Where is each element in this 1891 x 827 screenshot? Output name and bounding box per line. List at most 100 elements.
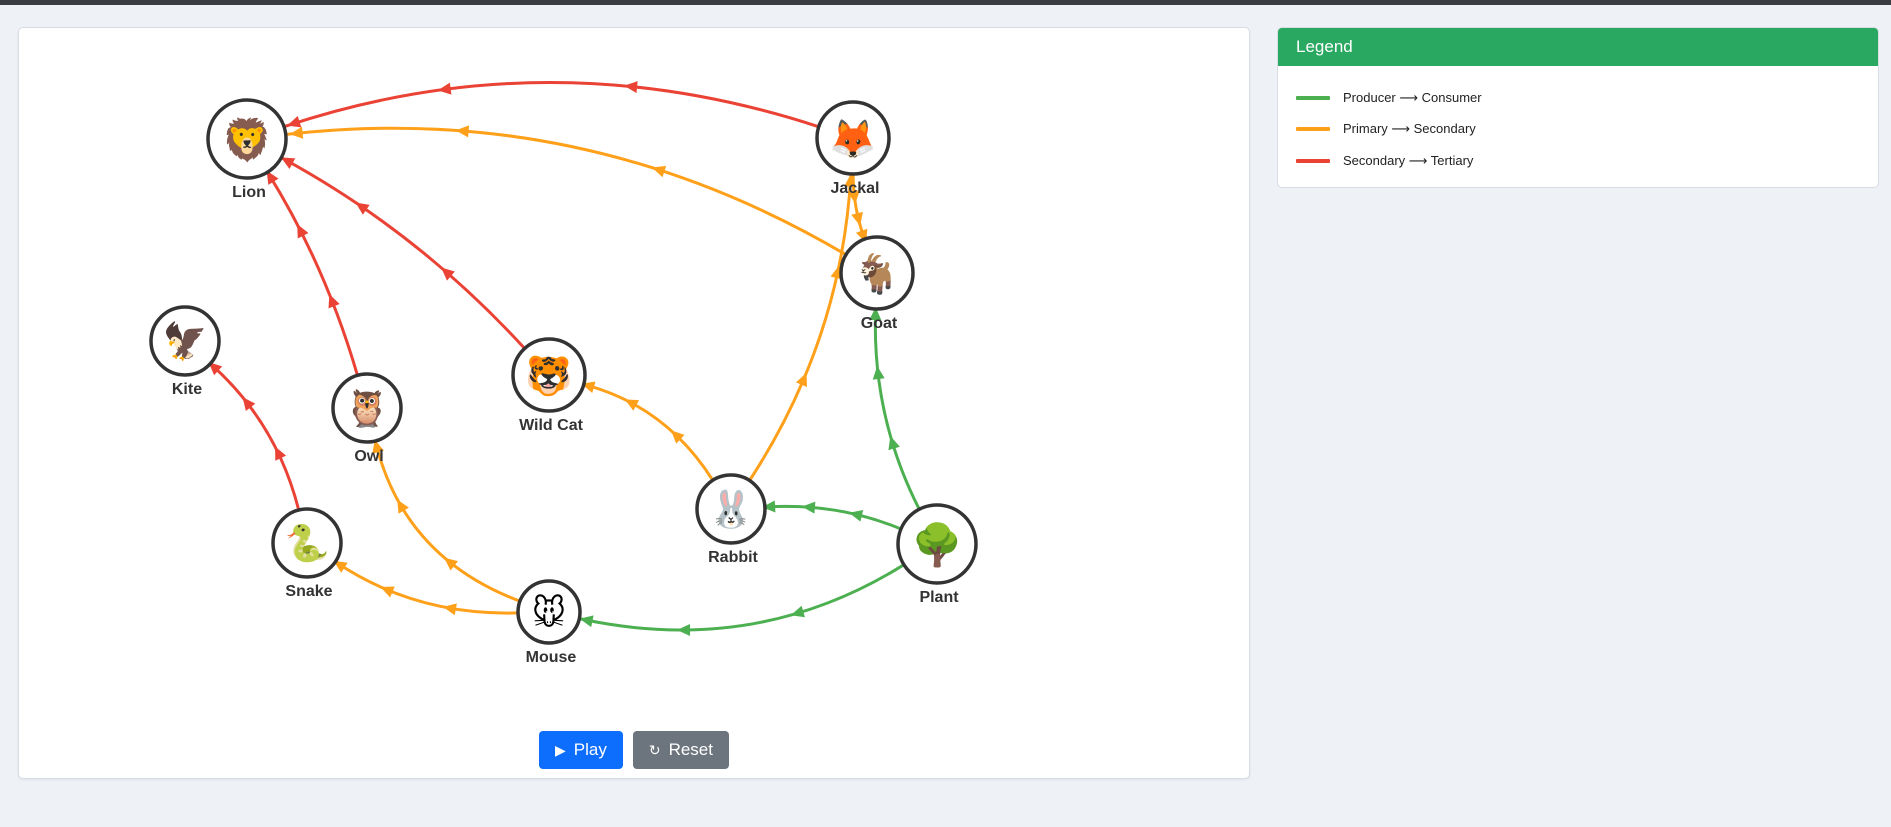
edge-arrow	[280, 157, 296, 169]
plant-icon: 🌳	[911, 520, 962, 569]
edge-arrow	[333, 560, 348, 573]
node-label: Lion	[232, 184, 266, 201]
legend-item-label: Secondary ⟶ Tertiary	[1343, 152, 1474, 168]
legend-swatch-secondary	[1296, 158, 1330, 163]
node-snake[interactable]: 🐍 Snake	[271, 507, 343, 600]
node-circle	[896, 503, 978, 585]
edge-arrow	[801, 501, 816, 514]
edge-arrow	[355, 202, 370, 215]
node-jackal[interactable]: 🦊Jackal	[815, 100, 891, 197]
legend-item-label: Producer ⟶ Consumer	[1343, 89, 1482, 105]
legend-item-label: Primary ⟶ Secondary	[1343, 121, 1476, 137]
owl-icon: 🦉	[345, 389, 390, 430]
edge-arrow	[328, 294, 340, 309]
legend-panel: Legend Producer ⟶ Consumer Primary ⟶ Sec…	[1277, 27, 1879, 188]
reset-icon: ↻	[648, 741, 661, 758]
edge-snake-to-kite	[208, 362, 301, 512]
edge-mouse-to-snake	[333, 560, 520, 616]
edge-arrow	[297, 224, 309, 239]
edge-arrow	[579, 615, 594, 628]
jackal-icon: 🦊	[829, 117, 876, 161]
edge-arrow	[670, 430, 685, 444]
edge-arrow	[872, 366, 885, 380]
playback-controls: ▶ Play ↻ Reset	[19, 731, 1249, 769]
node-rabbit[interactable]: 🐰Rabbit	[695, 473, 767, 566]
edge-line	[281, 157, 527, 350]
node-label: Snake	[285, 583, 332, 600]
node-kite[interactable]: 🦅 Kite	[149, 305, 221, 398]
edge-wildcat-to-lion	[280, 157, 527, 350]
edge-arrow	[208, 362, 223, 376]
node-mouse[interactable]: 🐭 Mouse	[516, 579, 582, 666]
edge-line	[267, 172, 359, 377]
legend-title: Legend	[1278, 28, 1878, 66]
edge-arrow	[397, 499, 409, 514]
edge-arrow	[372, 439, 384, 454]
food-web-panel: 🦁Lion 🦊Jackal 🐐 Goat 🦅 Kite 🦉 Owl 🐯Wild Cat 🐰Rabb…	[18, 27, 1250, 779]
edge-goat-to-lion	[286, 125, 848, 257]
edge-arrow	[677, 623, 691, 636]
node-label: Kite	[172, 381, 202, 398]
legend-item-primary: Primary ⟶ Secondary	[1296, 114, 1860, 146]
edge-jackal-to-lion	[284, 80, 821, 129]
reset-button[interactable]: ↻ Reset	[632, 731, 729, 769]
edge-arrow	[888, 436, 900, 451]
play-button-label: Play	[573, 740, 607, 759]
node-circle	[516, 579, 582, 645]
edge-line	[374, 441, 522, 603]
node-plant[interactable]: 🌳Plant	[896, 503, 978, 606]
node-label: Owl	[354, 448, 383, 465]
edge-plant-to-mouse	[579, 563, 906, 636]
edge-arrow	[266, 170, 279, 185]
legend-swatch-primary	[1296, 127, 1330, 132]
edge-rabbit-to-wildcat	[581, 381, 715, 482]
edge-mouse-to-owl	[372, 439, 522, 603]
edge-arrow	[444, 557, 459, 571]
node-label: Rabbit	[708, 549, 758, 566]
food-web-diagram: 🦁Lion 🦊Jackal 🐐 Goat 🦅 Kite 🦉 Owl 🐯Wild Cat 🐰Rabb…	[149, 80, 978, 666]
edge-arrow	[762, 500, 776, 513]
edge-arrow	[849, 509, 864, 522]
edge-arrow	[275, 446, 287, 461]
edge-arrow	[790, 605, 805, 618]
mouse-icon: 🐭	[532, 594, 566, 633]
node-circle	[815, 100, 891, 176]
node-lion[interactable]: 🦁Lion	[206, 98, 288, 201]
window-top-bar	[0, 0, 1891, 5]
node-circle	[149, 305, 221, 377]
goat-icon: 🐐	[853, 252, 900, 296]
node-wildcat[interactable]: 🐯Wild Cat	[511, 337, 587, 434]
play-icon: ▶	[554, 741, 566, 758]
edge-arrow	[380, 586, 395, 598]
edge-line	[748, 174, 853, 482]
edge-line	[584, 383, 715, 482]
edge-line	[873, 309, 921, 511]
edge-arrow	[844, 173, 857, 188]
reset-button-label: Reset	[668, 740, 713, 759]
node-circle	[839, 235, 915, 311]
node-label: Wild Cat	[519, 417, 584, 434]
node-goat[interactable]: 🐐 Goat	[839, 235, 915, 332]
snake-icon: 🐍	[285, 523, 330, 565]
edge-arrow	[624, 399, 640, 411]
legend-item-producer: Producer ⟶ Consumer	[1296, 82, 1860, 114]
node-circle	[511, 337, 587, 413]
edge-arrow	[651, 165, 667, 178]
edge-plant-to-rabbit	[762, 500, 903, 531]
node-label: Goat	[861, 315, 898, 332]
legend-item-secondary: Secondary ⟶ Tertiary	[1296, 145, 1860, 177]
node-owl[interactable]: 🦉 Owl	[331, 372, 403, 465]
edge-arrow	[289, 126, 304, 139]
edge-line	[579, 563, 906, 632]
kite-icon: 🦅	[163, 320, 208, 363]
edge-arrow	[851, 211, 863, 226]
node-label: Mouse	[526, 649, 577, 666]
play-button[interactable]: ▶ Play	[538, 731, 623, 769]
edge-owl-to-lion	[266, 170, 359, 377]
edge-arrow	[624, 81, 638, 94]
edge-arrow	[795, 372, 807, 388]
edge-line	[286, 126, 848, 257]
edge-arrow	[437, 82, 452, 95]
edge-arrow	[441, 267, 455, 281]
edge-rabbit-to-jackal	[748, 173, 857, 482]
